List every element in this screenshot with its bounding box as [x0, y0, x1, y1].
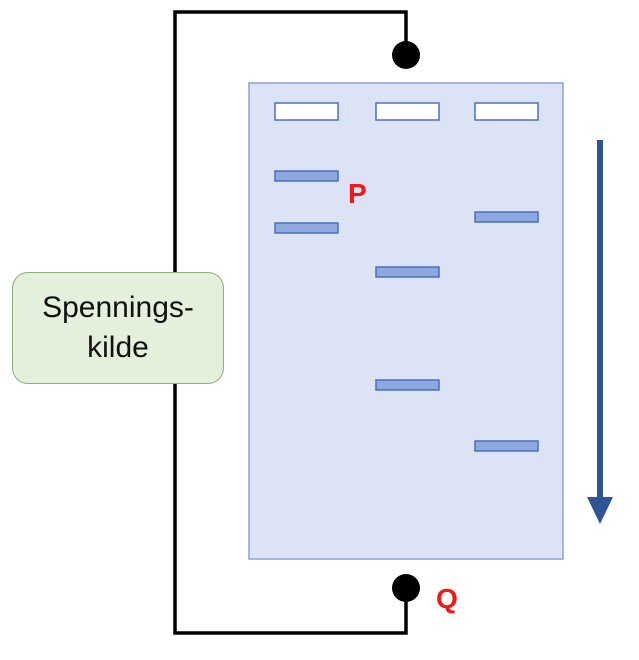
- well-lane-2: [375, 102, 440, 121]
- band-lane-3-a: [474, 211, 539, 223]
- well-lane-3: [474, 102, 539, 121]
- gel: [248, 82, 564, 560]
- band-lane-1-b: [274, 222, 339, 234]
- label-p: P: [348, 178, 367, 209]
- band-lane-3-b: [474, 440, 539, 452]
- power-source-line-2: kilde: [87, 331, 149, 364]
- power-source: Spennings- kilde: [12, 272, 224, 384]
- well-lane-1: [274, 102, 339, 121]
- power-source-line-1: Spennings-: [42, 291, 194, 324]
- top-electrode: [392, 41, 420, 69]
- band-lane-2-b: [375, 379, 440, 391]
- band-lane-1-a: [274, 170, 339, 182]
- label-q: Q: [436, 583, 458, 614]
- direction-arrow-head: [587, 497, 613, 524]
- band-lane-2-a: [375, 266, 440, 278]
- bottom-electrode: [392, 574, 420, 602]
